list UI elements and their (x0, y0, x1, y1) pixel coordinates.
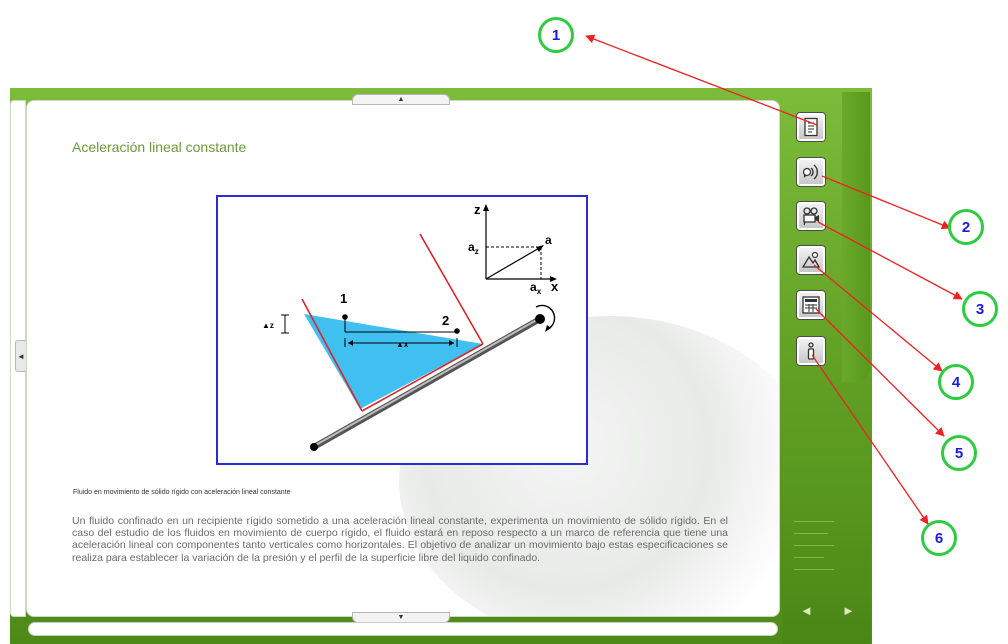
point-2-marker (454, 328, 460, 334)
document-button[interactable] (797, 113, 825, 141)
container-right-wall (419, 233, 484, 345)
decoration-line (794, 545, 834, 546)
rod-end-point (310, 443, 318, 451)
callout-6: 6 (921, 520, 957, 556)
horizontal-scrollbar[interactable] (28, 622, 778, 636)
decoration-line (794, 533, 828, 534)
calculator-button[interactable] (797, 291, 825, 319)
image-icon (801, 251, 821, 268)
z-axis-label: z (474, 202, 481, 217)
az-label: az (468, 240, 479, 256)
frame-lower-panel (782, 455, 870, 644)
decoration-line (794, 569, 834, 570)
delta-x-label: ▲x (396, 340, 409, 349)
ax-label: ax (530, 280, 542, 296)
callout-1: 1 (538, 17, 574, 53)
container-bottom (361, 343, 484, 412)
frame-decoration (842, 92, 870, 382)
figure-caption: Fluido en movimiento de sólido rígido co… (73, 489, 291, 496)
audio-icon (802, 164, 818, 180)
document-icon (804, 117, 818, 137)
video-button[interactable] (797, 202, 825, 230)
point-1-label: 1 (340, 291, 347, 306)
acceleration-vector (485, 246, 542, 280)
callout-4: 4 (938, 364, 974, 400)
info-button[interactable] (797, 337, 825, 365)
image-button[interactable] (797, 246, 825, 274)
rotation-arrow (535, 304, 556, 330)
page-title: Aceleración lineal constante (72, 139, 247, 155)
decoration-line (794, 557, 824, 558)
decoration-line (794, 521, 834, 522)
video-icon (803, 207, 819, 226)
calculator-icon (802, 296, 820, 314)
point-2-label: 2 (442, 313, 449, 328)
body-paragraph: Un fluido confinado en un recipiente ríg… (72, 515, 728, 564)
container-left-wall (301, 298, 363, 412)
fluid-region (304, 314, 483, 409)
callout-3: 3 (962, 291, 998, 327)
rod-pivot (535, 314, 545, 324)
scroll-up-handle[interactable]: ▲ (352, 94, 450, 105)
acceleration-label: a (545, 233, 552, 247)
callout-2: 2 (948, 209, 984, 245)
delta-z-label: ▲z (262, 321, 274, 330)
x-axis-label: x (551, 279, 559, 294)
previous-page-button[interactable]: ◄ (800, 603, 813, 618)
next-page-button[interactable]: ► (842, 603, 855, 618)
callout-5: 5 (941, 435, 977, 471)
rigid-body-fluid-diagram: z x a az ax 1 2 ▲z ▲x (262, 202, 559, 451)
figure-diagram: z x a az ax 1 2 ▲z ▲x (216, 195, 588, 465)
info-icon (807, 342, 815, 360)
audio-button[interactable] (797, 158, 825, 186)
